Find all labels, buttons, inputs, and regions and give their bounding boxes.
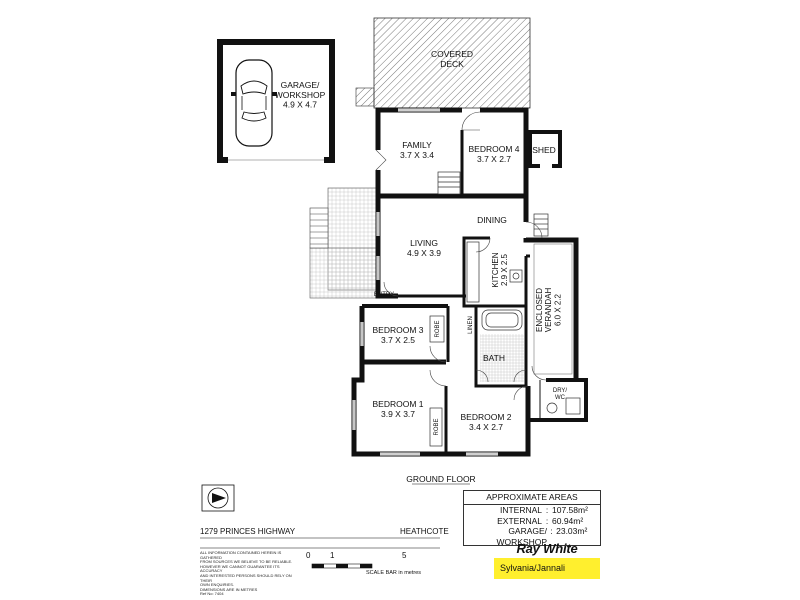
- area-value: 107.58m²: [552, 505, 588, 515]
- areas-box: APPROXIMATE AREAS INTERNAL:107.58m² EXTE…: [463, 490, 601, 547]
- label-line: BEDROOM 3: [372, 325, 423, 335]
- area-value: 23.03m²: [556, 526, 588, 536]
- floor-label: GROUND FLOOR: [406, 474, 475, 484]
- label-line: 3.7 X 2.7: [477, 154, 511, 164]
- label-line: 3.9 X 3.7: [381, 409, 415, 419]
- area-row-internal: INTERNAL:107.58m²: [464, 505, 600, 516]
- label-line: 3.7 X 3.4: [400, 150, 434, 160]
- label-line: KITCHEN: [491, 252, 500, 287]
- label-line: BATH: [483, 353, 505, 363]
- label-line: VERANDAH: [544, 288, 553, 333]
- label-line: ENTRY: [374, 292, 394, 298]
- label-line: BEDROOM 4: [468, 144, 519, 154]
- area-label: GARAGE/ WORKSHOP: [496, 526, 548, 547]
- brand-name: Ray White: [516, 541, 578, 556]
- label-line: COVERED: [431, 49, 473, 59]
- area-label: EXTERNAL: [497, 515, 542, 526]
- scale-caption: SCALE BAR in metres: [366, 570, 422, 576]
- label-line: 4.9 X 3.9: [407, 248, 441, 258]
- area-sep: :: [550, 526, 553, 536]
- label-line: DRY/: [553, 388, 568, 394]
- label-line: 3.4 X 2.7: [469, 422, 503, 432]
- covered-deck: [355, 17, 531, 109]
- area-row-garage: GARAGE/ WORKSHOP:23.03m²: [464, 526, 600, 547]
- scale-tick-5: 5: [402, 551, 407, 560]
- suburb: HEATHCOTE: [400, 527, 449, 536]
- label-line: 3.7 X 2.5: [381, 335, 415, 345]
- label-line: 6.0 X 2.2: [553, 293, 562, 326]
- car-icon: [231, 59, 277, 147]
- north-arrow-icon: [201, 484, 235, 512]
- label-line: FAMILY: [402, 140, 432, 150]
- label-line: ROBE: [435, 320, 441, 337]
- garage: [217, 39, 335, 163]
- brand-office: Sylvania/Jannali: [494, 558, 600, 579]
- label-line: DECK: [440, 59, 464, 69]
- label-linen: LINEN: [468, 316, 474, 334]
- label-line: 2.9 X 2.5: [500, 253, 509, 286]
- area-sep: :: [545, 515, 549, 526]
- scale-tick-0: 0: [306, 551, 311, 560]
- label-line: LINEN: [468, 316, 474, 334]
- area-sep: :: [545, 505, 549, 515]
- label-verandah: ENCLOSEDVERANDAH6.0 X 2.2: [535, 288, 562, 333]
- area-label: INTERNAL: [499, 505, 542, 515]
- label-line: WORKSHOP: [275, 90, 326, 100]
- side-deck: [309, 187, 377, 299]
- label-line: 4.9 X 4.7: [283, 100, 317, 110]
- label-line: ENCLOSED: [535, 288, 544, 332]
- brand-logo: Ray White Sylvania/Jannali: [494, 540, 600, 579]
- label-line: DINING: [477, 215, 507, 225]
- area-value: 60.94m²: [552, 515, 584, 526]
- scale-tick-1: 1: [330, 551, 335, 560]
- label-entry: ENTRY: [374, 292, 394, 298]
- label-dry-wc: DRY/WC: [553, 388, 568, 401]
- label-line: WC: [555, 395, 566, 401]
- label-line: BEDROOM 2: [460, 412, 511, 422]
- label-dining: DINING: [477, 215, 507, 225]
- label-line: BEDROOM 1: [372, 399, 423, 409]
- label-line: GARAGE/: [281, 80, 320, 90]
- label-robe-2: ROBE: [434, 418, 440, 435]
- label-shed: SHED: [532, 145, 556, 155]
- scale-bar: [311, 563, 373, 569]
- label-kitchen: KITCHEN2.9 X 2.5: [491, 252, 509, 287]
- walls: [351, 107, 588, 457]
- disclaimer: ALL INFORMATION CONTAINED HEREIN IS GATH…: [200, 550, 293, 597]
- area-row-external: EXTERNAL:60.94m²: [464, 516, 600, 527]
- label-line: SHED: [532, 145, 556, 155]
- address: 1279 PRINCES HIGHWAY: [200, 527, 296, 536]
- areas-title: APPROXIMATE AREAS: [464, 491, 600, 505]
- label-line: LIVING: [410, 238, 438, 248]
- label-line: ROBE: [434, 418, 440, 435]
- label-bath: BATH: [483, 353, 505, 363]
- label-robe-1: ROBE: [435, 320, 441, 337]
- doors: [375, 111, 547, 401]
